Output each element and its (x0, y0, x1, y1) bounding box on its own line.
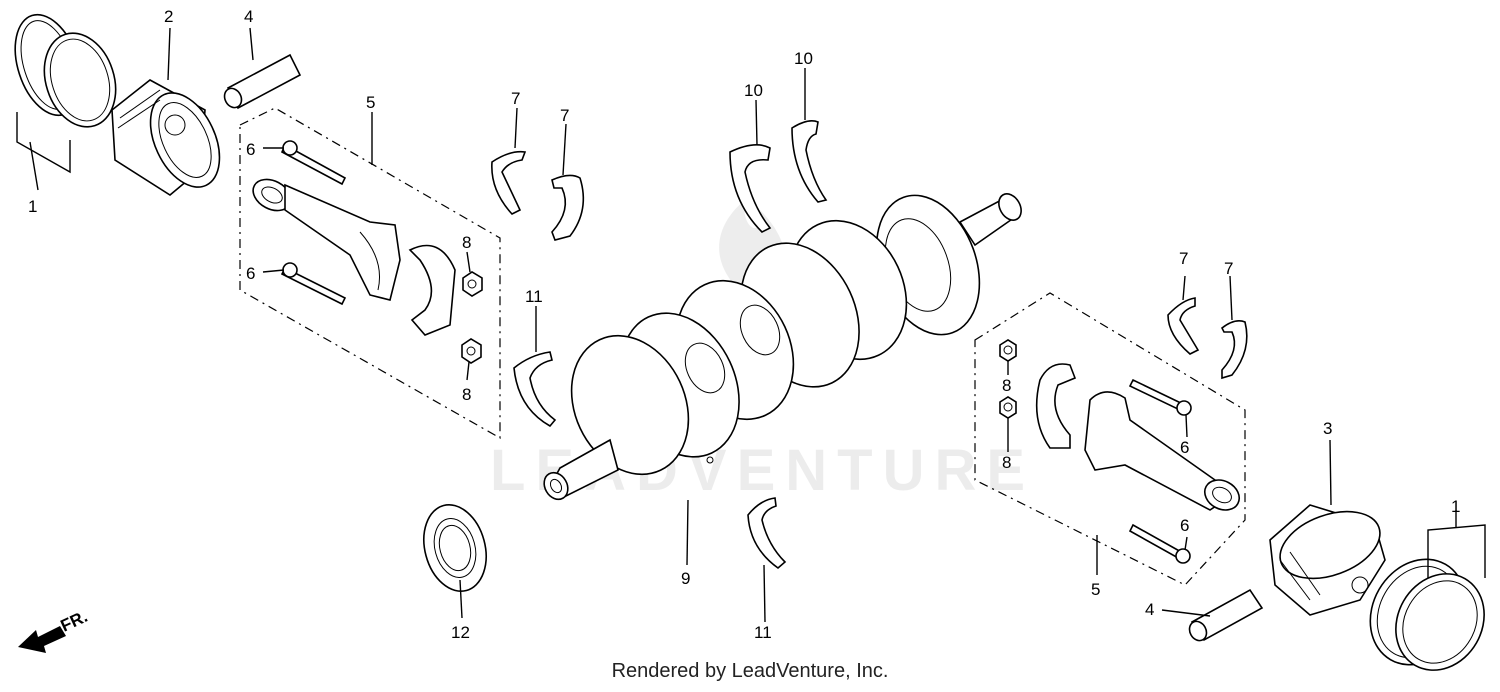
piston-pin-right[interactable] (1186, 588, 1264, 644)
thrust-washer-a[interactable] (729, 144, 772, 233)
conrod-nut-upper-left[interactable] (462, 271, 483, 297)
leader-lines (167, 27, 1332, 623)
oil-seal[interactable] (415, 498, 496, 599)
conrod-nut-lower-right[interactable] (999, 396, 1017, 419)
ring-bracket-right (1427, 510, 1486, 578)
conrod-bolt-upper-left[interactable] (280, 140, 347, 186)
conrod-bolt-upper-right[interactable] (1128, 378, 1192, 416)
piston-ring-set-left[interactable] (3, 6, 127, 136)
callout-1-left: 1 (28, 197, 37, 216)
callout-5-left: 5 (366, 93, 375, 112)
piston-pin-left[interactable] (221, 53, 302, 111)
crankshaft[interactable] (539, 181, 1025, 504)
main-bearing-upper-a[interactable] (491, 150, 527, 215)
callout-11-b: 11 (754, 623, 772, 642)
callout-6-c: 6 (1180, 438, 1189, 457)
conrod-nut-upper-right[interactable] (999, 339, 1017, 362)
main-bearing-upper-d[interactable] (1220, 320, 1248, 380)
callout-9: 9 (681, 569, 690, 588)
callout-7-b: 7 (560, 106, 569, 125)
callout-5-right: 5 (1091, 580, 1100, 599)
conrod-nut-lower-left[interactable] (461, 338, 482, 364)
callout-3: 3 (1323, 419, 1332, 438)
conrod-cap-left[interactable] (408, 244, 456, 336)
piston-ring-set-right[interactable] (1352, 542, 1500, 686)
callout-12: 12 (451, 623, 470, 642)
connecting-rod-right[interactable] (1084, 391, 1244, 516)
conrod-assembly-box-left (239, 107, 501, 440)
callouts: 1 1 2 3 4 4 5 5 6 6 6 6 7 7 7 7 8 8 8 8 … (28, 7, 1460, 642)
callout-4-bottom: 4 (1145, 600, 1154, 619)
callout-7-d: 7 (1224, 259, 1233, 278)
callout-10-b: 10 (794, 49, 813, 68)
conrod-cap-right[interactable] (1035, 363, 1077, 449)
callout-1-right: 1 (1451, 497, 1460, 516)
callout-2: 2 (164, 7, 173, 26)
callout-11-a: 11 (525, 287, 543, 306)
piston-left[interactable] (111, 79, 233, 198)
main-bearing-lower-left[interactable] (513, 351, 557, 428)
callout-10-a: 10 (744, 81, 763, 100)
main-bearing-upper-c[interactable] (1167, 297, 1200, 355)
callout-8-a: 8 (462, 233, 471, 252)
connecting-rod-left[interactable] (248, 173, 401, 301)
conrod-assembly-box-right (974, 292, 1246, 586)
conrod-bolt-lower-right[interactable] (1128, 523, 1191, 564)
callout-7-c: 7 (1179, 249, 1188, 268)
piston-right[interactable] (1269, 499, 1389, 616)
callout-6-b: 6 (246, 264, 255, 283)
callout-6-a: 6 (246, 140, 255, 159)
callout-8-b: 8 (462, 385, 471, 404)
main-bearing-upper-b[interactable] (551, 174, 585, 241)
callout-6-d: 6 (1180, 516, 1189, 535)
conrod-bolt-lower-left[interactable] (280, 262, 347, 306)
callout-4-top: 4 (244, 7, 253, 26)
callout-8-c: 8 (1002, 376, 1011, 395)
front-direction-arrow: FR. (18, 607, 91, 653)
credit-text: Rendered by LeadVenture, Inc. (611, 660, 889, 682)
ring-bracket-left (16, 112, 71, 191)
callout-8-d: 8 (1002, 453, 1011, 472)
callout-7-a: 7 (511, 89, 520, 108)
thrust-washer-b[interactable] (791, 120, 828, 203)
main-bearing-lower-right[interactable] (747, 497, 787, 570)
